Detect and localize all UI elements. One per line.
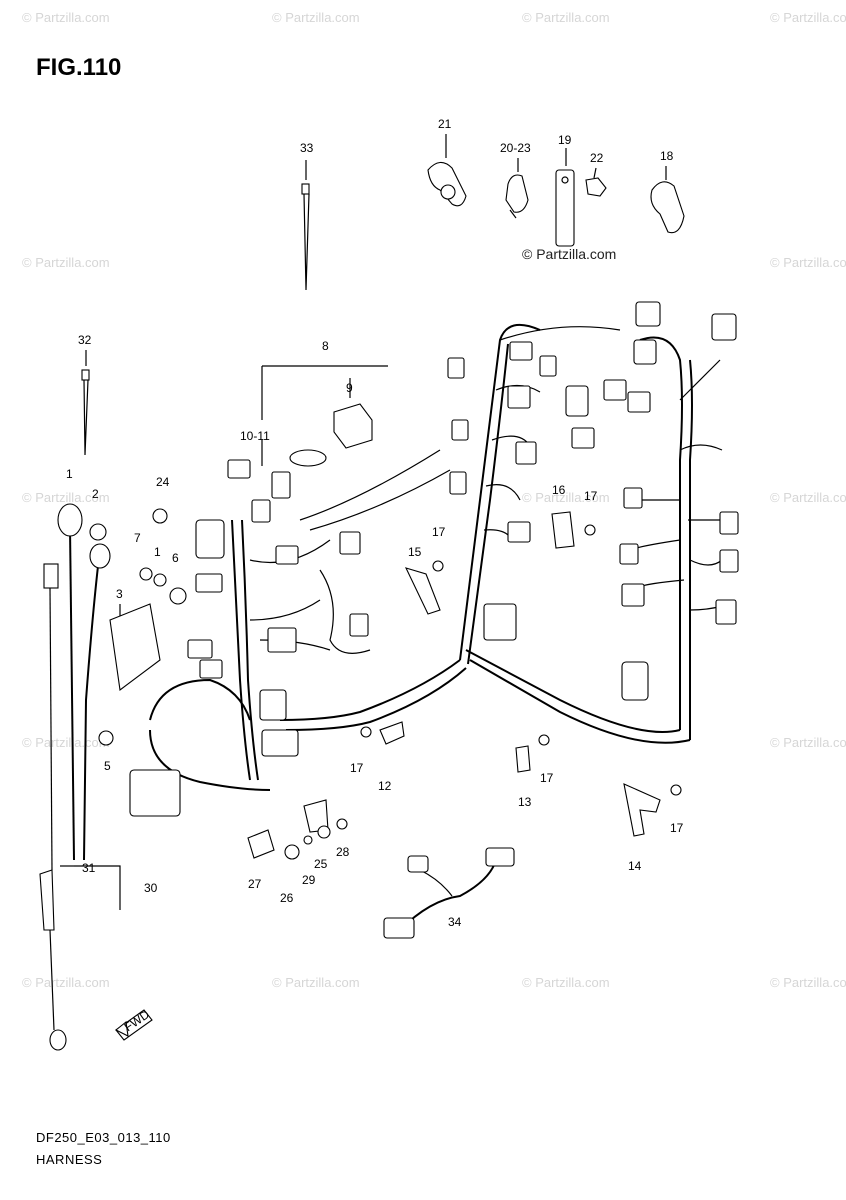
callout-14: 14 xyxy=(628,859,642,873)
bracket-19 xyxy=(555,148,575,247)
figure-title: FIG.110 xyxy=(36,54,122,81)
watermark: © Partzilla.com xyxy=(22,735,110,750)
callout-5: 5 xyxy=(104,759,111,773)
callout-16: 16 xyxy=(552,483,566,497)
callout-24: 24 xyxy=(156,475,170,489)
sub-harness-34 xyxy=(383,847,515,939)
small-parts xyxy=(98,508,187,746)
watermark: © Partzilla.com xyxy=(22,10,110,25)
callout-33: 33 xyxy=(300,141,314,155)
callout-labels: 33 21 20-23 19 22 18 32 8 9 10-11 24 1 2… xyxy=(66,117,684,929)
callout-10-11: 10-11 xyxy=(240,429,270,443)
cable-tie-part xyxy=(301,160,310,291)
callout-17d: 17 xyxy=(540,771,554,785)
callout-17c: 17 xyxy=(350,761,364,775)
callout-27: 27 xyxy=(248,877,262,891)
watermark: © Partzilla.com xyxy=(770,255,846,270)
callout-9: 9 xyxy=(346,381,353,395)
watermark: © Partzilla.com xyxy=(770,490,846,505)
callout-20-23: 20-23 xyxy=(500,141,531,155)
clamp-18 xyxy=(650,166,685,234)
callout-15: 15 xyxy=(408,545,422,559)
watermark: © Partzilla.com xyxy=(522,975,610,990)
callout-8: 8 xyxy=(322,339,329,353)
callout-17e: 17 xyxy=(670,821,684,835)
small-clip-part xyxy=(81,350,90,456)
callout-19: 19 xyxy=(558,133,572,147)
small-parts-25-29 xyxy=(247,799,348,860)
callout-7: 7 xyxy=(134,531,141,545)
watermark-main: © Partzilla.com xyxy=(522,246,617,262)
brackets xyxy=(360,511,682,837)
relay-9 xyxy=(289,403,373,467)
callout-12: 12 xyxy=(378,779,392,793)
watermark: © Partzilla.com xyxy=(272,10,360,25)
callout-34: 34 xyxy=(448,915,462,929)
callout-29: 29 xyxy=(302,873,316,887)
callout-1: 1 xyxy=(66,467,73,481)
callout-18: 18 xyxy=(660,149,674,163)
callout-3: 3 xyxy=(116,587,123,601)
callout-1b: 1 xyxy=(154,545,161,559)
forward-arrow: FWD xyxy=(114,1007,153,1041)
callout-17b: 17 xyxy=(432,525,446,539)
battery-cables xyxy=(39,503,121,1051)
bolt-22 xyxy=(585,167,607,197)
callout-6: 6 xyxy=(172,551,179,565)
module-3 xyxy=(109,603,161,691)
leader-8 xyxy=(261,365,388,466)
watermark: © Partzilla.com xyxy=(22,975,110,990)
callout-32: 32 xyxy=(78,333,92,347)
watermark: © Partzilla.com xyxy=(272,975,360,990)
clamp-21 xyxy=(427,134,467,207)
figure-name: HARNESS xyxy=(36,1152,103,1167)
callout-13: 13 xyxy=(518,795,532,809)
callout-25: 25 xyxy=(314,857,328,871)
callout-28: 28 xyxy=(336,845,350,859)
callout-30: 30 xyxy=(144,881,158,895)
connector-set xyxy=(129,301,739,817)
watermark: © Partzilla.com xyxy=(770,975,846,990)
callout-2: 2 xyxy=(92,487,99,501)
callout-22: 22 xyxy=(590,151,604,165)
watermark: © Partzilla.com xyxy=(770,10,846,25)
clamp-20-23 xyxy=(505,158,529,219)
callout-21: 21 xyxy=(438,117,452,131)
main-harness xyxy=(149,323,723,791)
watermark: © Partzilla.com xyxy=(22,255,110,270)
callout-31: 31 xyxy=(82,861,96,875)
callout-17a: 17 xyxy=(584,489,598,503)
figure-code: DF250_E03_013_110 xyxy=(36,1130,171,1145)
watermark: © Partzilla.com xyxy=(522,490,610,505)
watermark: © Partzilla.com xyxy=(770,735,846,750)
watermark: © Partzilla.com xyxy=(522,10,610,25)
watermark: © Partzilla.com xyxy=(22,490,110,505)
callout-26: 26 xyxy=(280,891,294,905)
